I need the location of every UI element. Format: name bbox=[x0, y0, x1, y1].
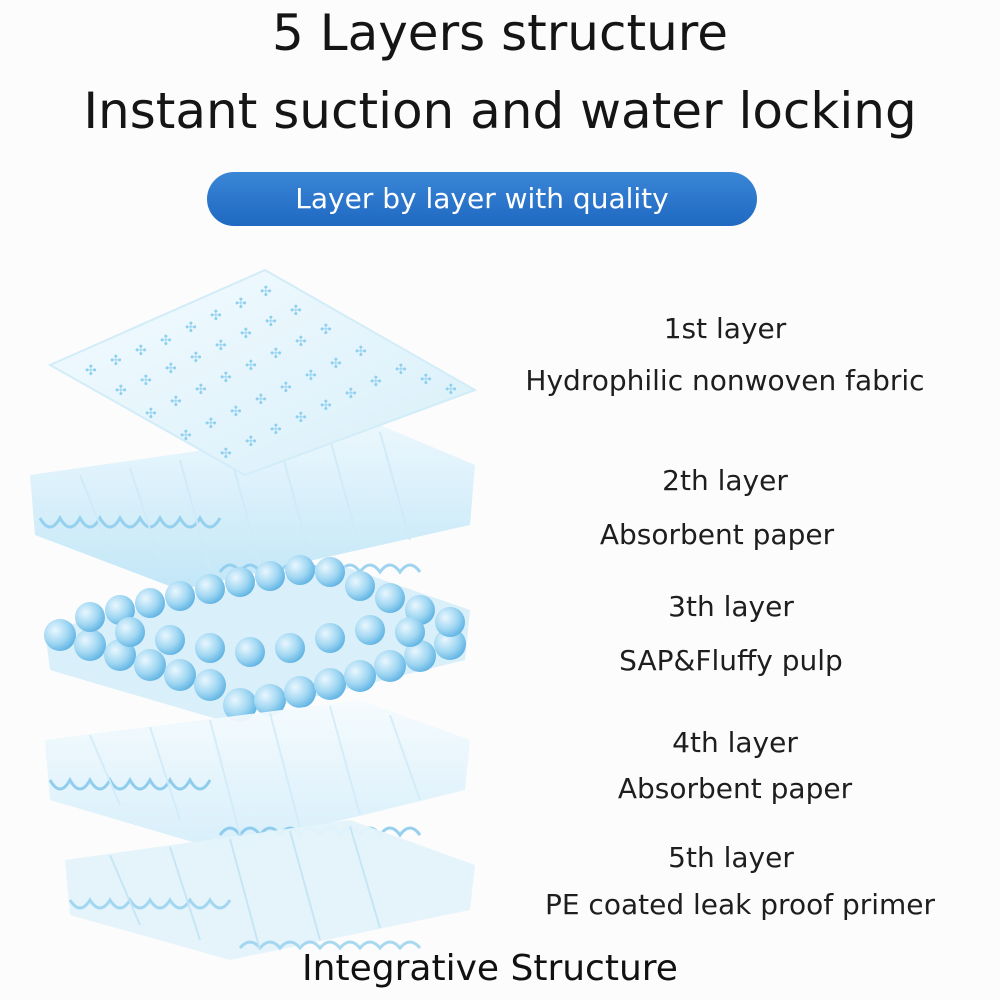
svg-text:✣: ✣ bbox=[185, 320, 197, 336]
quality-badge: Layer by layer with quality bbox=[207, 172, 757, 226]
svg-text:✣: ✣ bbox=[290, 303, 302, 319]
layer-stack-illustration: ✣ ✣ ✣ ✣ ✣ ✣ ✣ ✣ ✣ ✣ ✣ ✣ ✣ ✣ ✣ ✣ ✣ ✣ ✣ ✣ … bbox=[30, 268, 478, 960]
svg-text:✣: ✣ bbox=[270, 422, 282, 438]
svg-text:✣: ✣ bbox=[295, 334, 307, 350]
svg-text:✣: ✣ bbox=[305, 368, 317, 384]
svg-text:✣: ✣ bbox=[260, 284, 272, 300]
svg-text:✣: ✣ bbox=[195, 382, 207, 398]
layer-1-name: 1st layer bbox=[663, 312, 787, 345]
layer-5-name: 5th layer bbox=[668, 841, 794, 874]
page-subtitle: Instant suction and water locking bbox=[83, 82, 917, 140]
layer-3-material: SAP&Fluffy pulp bbox=[619, 644, 843, 677]
svg-text:✣: ✣ bbox=[295, 410, 307, 426]
svg-text:✣: ✣ bbox=[420, 372, 432, 388]
svg-text:✣: ✣ bbox=[190, 350, 202, 366]
layer-3-illustration bbox=[44, 555, 470, 722]
svg-text:✣: ✣ bbox=[85, 363, 97, 379]
svg-text:✣: ✣ bbox=[160, 333, 172, 349]
svg-text:✣: ✣ bbox=[370, 374, 382, 390]
svg-text:✣: ✣ bbox=[220, 446, 232, 462]
svg-text:✣: ✣ bbox=[345, 386, 357, 402]
svg-text:✣: ✣ bbox=[395, 362, 407, 378]
layer-2-material: Absorbent paper bbox=[599, 518, 835, 551]
svg-text:✣: ✣ bbox=[115, 383, 127, 399]
svg-text:✣: ✣ bbox=[215, 338, 227, 354]
layer-4-illustration bbox=[45, 700, 470, 850]
svg-text:✣: ✣ bbox=[230, 404, 242, 420]
layer-2-name: 2th layer bbox=[662, 464, 788, 497]
svg-text:✣: ✣ bbox=[280, 380, 292, 396]
svg-text:✣: ✣ bbox=[210, 308, 222, 324]
layer-2-illustration bbox=[30, 425, 475, 590]
svg-text:✣: ✣ bbox=[110, 353, 122, 369]
svg-text:✣: ✣ bbox=[330, 356, 342, 372]
svg-text:✣: ✣ bbox=[255, 392, 267, 408]
svg-text:✣: ✣ bbox=[220, 370, 232, 386]
svg-text:✣: ✣ bbox=[170, 394, 182, 410]
svg-text:✣: ✣ bbox=[140, 373, 152, 389]
layer-5-illustration bbox=[65, 820, 475, 960]
svg-text:✣: ✣ bbox=[445, 382, 457, 398]
svg-text:✣: ✣ bbox=[235, 296, 247, 312]
layer-1-illustration: ✣ ✣ ✣ ✣ ✣ ✣ ✣ ✣ ✣ ✣ ✣ ✣ ✣ ✣ ✣ ✣ ✣ ✣ ✣ ✣ … bbox=[47, 268, 478, 477]
svg-text:✣: ✣ bbox=[135, 343, 147, 359]
structure-label: Integrative Structure bbox=[302, 948, 678, 989]
layer-4-name: 4th layer bbox=[672, 726, 798, 759]
svg-text:✣: ✣ bbox=[165, 361, 177, 377]
svg-text:✣: ✣ bbox=[245, 434, 257, 450]
svg-text:✣: ✣ bbox=[180, 428, 192, 444]
layer-1-material: Hydrophilic nonwoven fabric bbox=[525, 364, 925, 397]
svg-text:✣: ✣ bbox=[145, 406, 157, 422]
svg-text:✣: ✣ bbox=[205, 416, 217, 432]
svg-text:✣: ✣ bbox=[245, 358, 257, 374]
svg-text:✣: ✣ bbox=[320, 322, 332, 338]
layer-5-material: PE coated leak proof primer bbox=[544, 888, 936, 921]
svg-text:✣: ✣ bbox=[240, 326, 252, 342]
svg-text:✣: ✣ bbox=[320, 398, 332, 414]
svg-text:✣: ✣ bbox=[265, 314, 277, 330]
svg-text:✣: ✣ bbox=[270, 346, 282, 362]
layer-4-material: Absorbent paper bbox=[617, 772, 853, 805]
page-title: 5 Layers structure bbox=[272, 4, 728, 62]
layer-3-name: 3th layer bbox=[668, 590, 794, 623]
svg-text:✣: ✣ bbox=[355, 344, 367, 360]
